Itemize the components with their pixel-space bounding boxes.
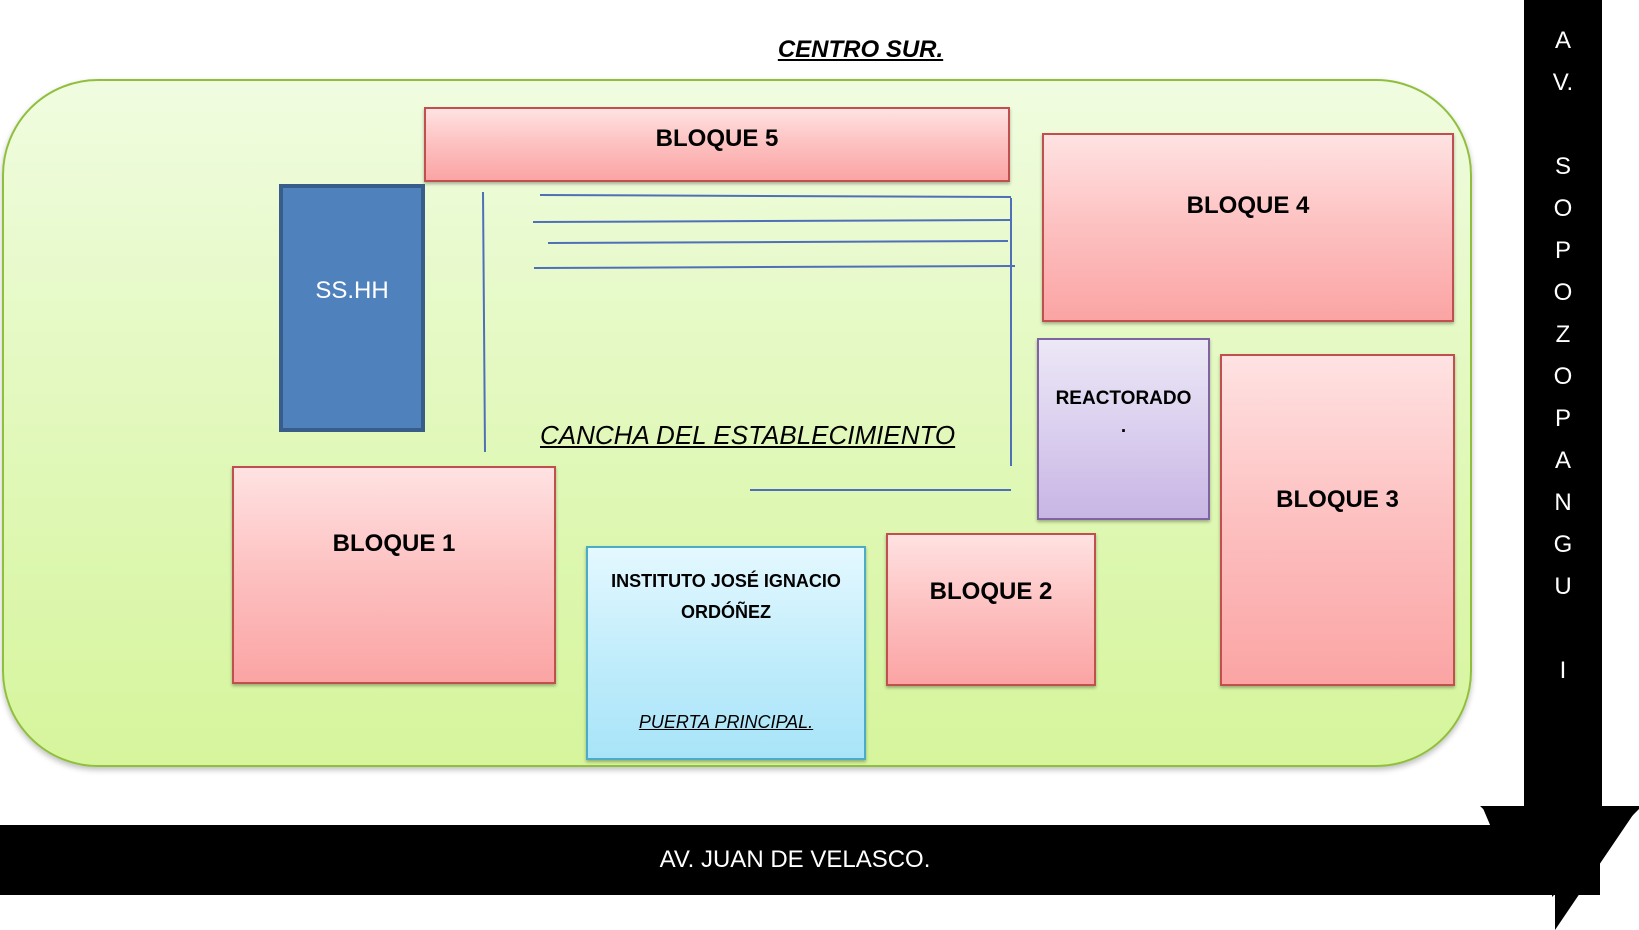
bloque-1: BLOQUE 1 xyxy=(232,466,556,684)
court-line-3 xyxy=(547,240,1009,244)
bloque-3-label: BLOQUE 3 xyxy=(1276,486,1399,513)
court-line-left xyxy=(482,191,486,453)
av-soposopangui-letter: A xyxy=(1554,447,1571,474)
bloque-4-label: BLOQUE 4 xyxy=(1186,191,1310,219)
bloque-3: BLOQUE 3 xyxy=(1220,354,1455,686)
sshh-label: SS.HH xyxy=(315,277,389,304)
court-line-4 xyxy=(533,265,1016,269)
bloque-2: BLOQUE 2 xyxy=(886,533,1096,686)
instituto-block: INSTITUTO JOSÉ IGNACIO ORDÓÑEZ PUERTA PR… xyxy=(586,546,866,760)
puerta-principal-label: PUERTA PRINCIPAL. xyxy=(638,712,814,732)
instituto-name: INSTITUTO JOSÉ IGNACIO ORDÓÑEZ xyxy=(611,571,841,622)
court-line-1 xyxy=(539,194,1012,198)
bloque-1-label: BLOQUE 1 xyxy=(332,530,456,557)
sshh-block: SS.HH xyxy=(279,184,425,432)
av-soposopangui-letter: I xyxy=(1559,657,1567,684)
bloque-4: BLOQUE 4 xyxy=(1042,133,1454,322)
rectorado-dot: . xyxy=(1120,416,1127,437)
map-title: CENTRO SUR. xyxy=(777,36,944,63)
av-soposopangui-letter: P xyxy=(1554,237,1571,264)
rectorado-label: REACTORADO xyxy=(1055,388,1192,409)
cancha-label: CANCHA DEL ESTABLECIMIENTO xyxy=(540,420,956,450)
av-soposopangui-letter: O xyxy=(1553,279,1573,306)
av-soposopangui-letter: O xyxy=(1553,195,1573,222)
bloque-2-label: BLOQUE 2 xyxy=(929,577,1053,605)
court-line-2 xyxy=(532,219,1012,223)
road-body xyxy=(0,825,1600,895)
av-soposopangui-letter: P xyxy=(1554,405,1571,432)
av-soposopangui-letter: V. xyxy=(1552,69,1574,96)
av-soposopangui-letter: Z xyxy=(1555,321,1571,348)
av-soposopangui-letter: A xyxy=(1554,27,1571,54)
av-juan-de-velasco-label: AV. JUAN DE VELASCO. xyxy=(659,846,931,873)
av-soposopangui-letter: U xyxy=(1554,573,1572,600)
av-soposopangui-letter: G xyxy=(1553,531,1573,558)
rectorado-block: REACTORADO . xyxy=(1037,338,1210,520)
bloque-5-label: BLOQUE 5 xyxy=(655,124,779,152)
bloque-5: BLOQUE 5 xyxy=(424,107,1010,182)
av-soposopangui-letter: N xyxy=(1554,489,1572,516)
av-soposopangui-letter: O xyxy=(1553,363,1573,390)
av-soposopangui-letter: S xyxy=(1554,153,1571,180)
